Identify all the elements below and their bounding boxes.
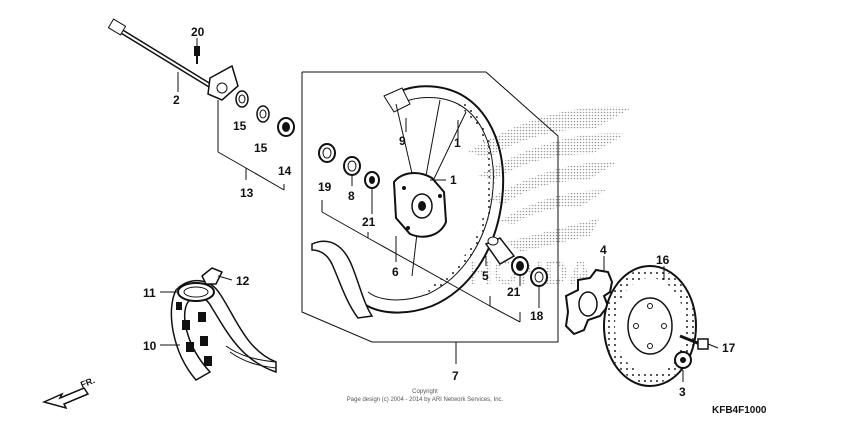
callout-8: 8 xyxy=(348,189,355,203)
rim-strip xyxy=(311,240,374,319)
callout-15-left: 15 xyxy=(233,119,247,133)
callout-7: 7 xyxy=(452,369,459,383)
bearing-21-right xyxy=(511,256,529,276)
callout-2: 2 xyxy=(173,93,180,107)
callout-17: 17 xyxy=(722,341,736,355)
callout-4: 4 xyxy=(600,243,607,257)
nut-3 xyxy=(674,351,692,369)
leader-lines xyxy=(160,38,719,382)
callout-16: 16 xyxy=(656,253,670,267)
brake-disc-16 xyxy=(603,265,697,387)
callout-18: 18 xyxy=(530,309,544,323)
front-direction-arrow xyxy=(41,387,90,410)
collar-15-right xyxy=(256,105,270,123)
hub-parts-brackets xyxy=(321,174,540,323)
callout-15-right: 15 xyxy=(254,141,268,155)
speedometer-gearbox xyxy=(207,64,239,101)
front-axle xyxy=(107,18,216,91)
rim-band-12 xyxy=(201,267,224,285)
nut-14 xyxy=(277,117,295,137)
honda-wing-watermark: HONDA xyxy=(468,106,632,292)
bearing-8 xyxy=(343,156,361,176)
collar-15-left xyxy=(235,90,249,108)
dust-seal-18 xyxy=(530,267,548,287)
callout-13: 13 xyxy=(240,186,254,200)
copyright-line-1: Copyright xyxy=(412,389,438,395)
callout-21-right: 21 xyxy=(507,285,521,299)
wheel-assembly-frame xyxy=(301,71,559,364)
disc-hub-4 xyxy=(564,268,614,336)
callout-5: 5 xyxy=(482,269,489,283)
bearing-21-left xyxy=(364,171,380,189)
bracket-13 xyxy=(217,100,285,191)
callout-21-left: 21 xyxy=(362,215,376,229)
callout-1-rim: 1 xyxy=(454,136,461,150)
rim xyxy=(359,85,505,314)
dust-seal-19 xyxy=(318,143,336,163)
callout-10: 10 xyxy=(143,339,157,353)
callout-11: 11 xyxy=(143,286,156,300)
callout-19: 19 xyxy=(318,180,332,194)
distance-collar-5 xyxy=(484,236,516,265)
honda-watermark-text: HONDA xyxy=(468,254,593,292)
screw-20 xyxy=(194,46,200,64)
callout-20: 20 xyxy=(191,25,205,39)
copyright-line-2: Page design (c) 2004 - 2014 by ARI Netwo… xyxy=(347,397,504,403)
front-direction-label: FR. xyxy=(79,375,96,390)
callout-3: 3 xyxy=(679,385,686,399)
callout-14: 14 xyxy=(278,164,292,178)
callout-1-spoke: 1 xyxy=(450,173,457,187)
callout-9: 9 xyxy=(399,134,406,148)
callout-6: 6 xyxy=(392,265,399,279)
hub xyxy=(392,172,448,238)
diagram-code: KFB4F1000 xyxy=(712,405,767,416)
callout-12: 12 xyxy=(236,274,250,288)
tire-10 xyxy=(170,280,277,381)
tube-11 xyxy=(177,282,215,302)
